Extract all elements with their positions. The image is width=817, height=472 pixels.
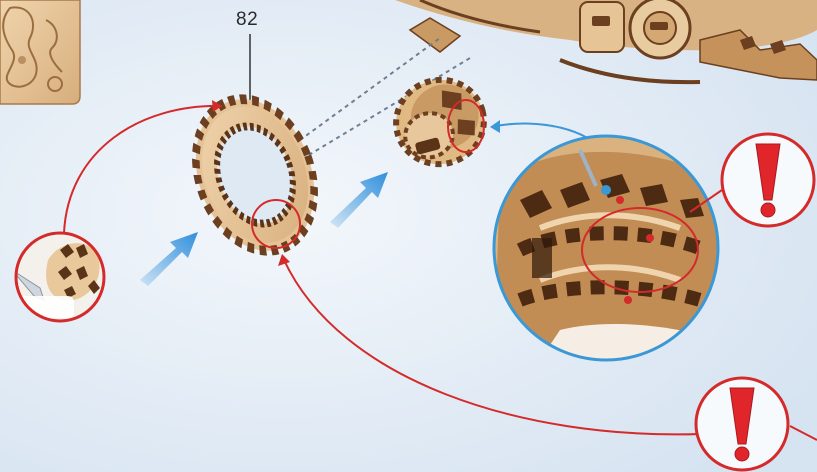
wooden-panel-icon [0,0,80,104]
warning-icon [722,134,814,226]
part-number-label: 82 [236,9,258,31]
warning-icon [696,378,788,470]
magnifier-detail [494,136,720,360]
